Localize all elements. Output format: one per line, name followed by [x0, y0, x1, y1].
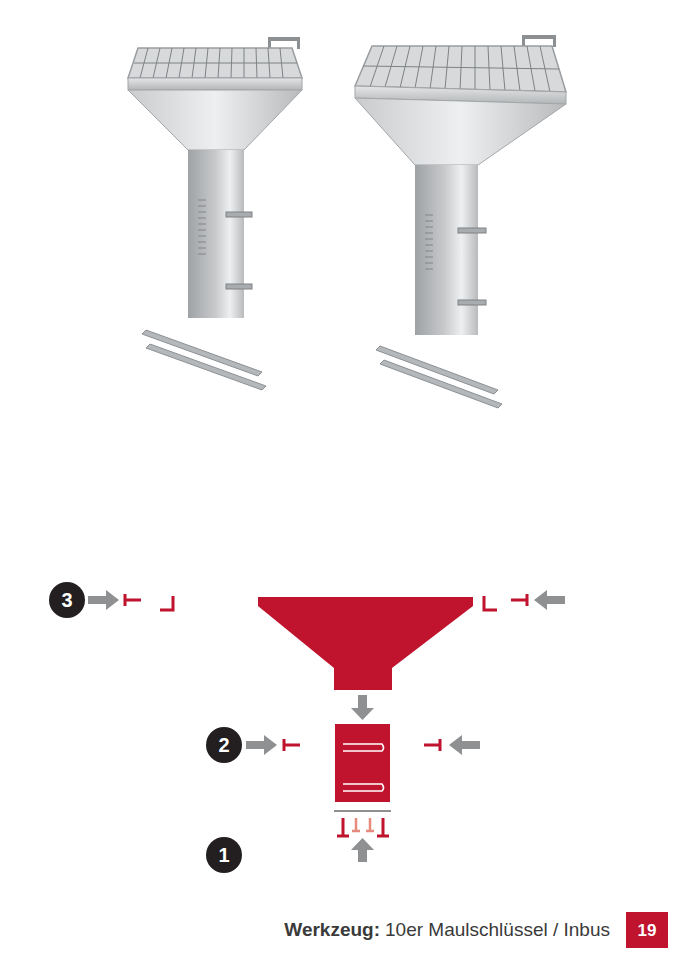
grill-hopper	[128, 90, 302, 150]
assembly-arrow	[534, 590, 565, 610]
column-vents	[198, 205, 206, 206]
column-handle	[343, 784, 384, 791]
mounting-rail	[376, 346, 498, 394]
column-part	[335, 724, 390, 802]
bolt-symbol	[125, 594, 141, 606]
nut-symbol	[366, 818, 374, 831]
column-handle	[458, 228, 486, 233]
assembly-arrow	[88, 590, 119, 610]
grill-handle	[553, 35, 556, 47]
bolt-symbol	[284, 739, 300, 751]
page-number: 19	[626, 912, 668, 948]
bracket-symbol	[484, 596, 497, 610]
assembly-arrow	[246, 735, 277, 755]
tool-heading: Werkzeug:	[284, 919, 380, 941]
assembly-arrow	[351, 838, 374, 862]
assembly-arrow	[351, 695, 374, 720]
column-vents	[198, 253, 206, 254]
grill-handle	[522, 35, 525, 47]
column-handle	[458, 300, 486, 305]
column-vents	[425, 250, 433, 251]
column-vents	[198, 235, 206, 236]
mounting-rail	[380, 360, 502, 408]
grill-handle	[522, 35, 556, 39]
base-plate	[334, 810, 391, 812]
grill-hopper	[355, 98, 566, 165]
grill-handle	[268, 37, 300, 41]
grill-column	[445, 165, 478, 335]
column-vents	[198, 247, 206, 248]
grate-bars	[134, 63, 297, 64]
callout-text: 1	[218, 845, 229, 865]
column-vents	[198, 199, 206, 200]
column-vents	[198, 217, 206, 218]
grill-handle	[268, 37, 271, 49]
column-vents	[198, 211, 206, 212]
bolt-symbol	[424, 739, 440, 751]
column-vents	[425, 262, 433, 263]
grill-large-photo	[355, 35, 566, 408]
column-vents	[425, 268, 433, 269]
callout-number: 2	[206, 727, 242, 763]
column-handle	[226, 212, 252, 217]
column-vents	[198, 223, 206, 224]
grill-column	[415, 165, 445, 335]
mounting-rail	[146, 344, 266, 390]
hopper-part	[258, 597, 473, 690]
grill-grate	[128, 48, 302, 78]
bracket-symbol	[160, 596, 173, 610]
assembly-schematic	[88, 590, 565, 862]
grill-handle	[297, 37, 300, 49]
bolt-symbol	[337, 818, 349, 836]
grill-small-photo	[128, 37, 302, 390]
column-vents	[425, 256, 433, 257]
grill-column	[188, 150, 216, 318]
column-vents	[198, 241, 206, 242]
column-handle	[226, 284, 252, 289]
tool-list: 10er Maulschlüssel / Inbus	[385, 919, 610, 941]
nut-symbol	[352, 818, 360, 831]
callout-text: 3	[61, 590, 72, 610]
bolt-symbol	[377, 818, 389, 836]
column-vents	[425, 215, 433, 269]
grate-bars	[363, 46, 559, 92]
page-number-text: 19	[638, 922, 657, 939]
grate-bars	[363, 66, 559, 69]
callout-number: 1	[206, 837, 242, 873]
callout-number: 3	[49, 582, 85, 618]
column-vents	[425, 232, 433, 233]
tool-note: Werkzeug:10er Maulschlüssel / Inbus	[284, 919, 610, 941]
grill-column	[216, 150, 244, 318]
callout-text: 2	[218, 735, 229, 755]
column-vents	[425, 226, 433, 227]
column-vents	[425, 214, 433, 215]
column-vents	[425, 244, 433, 245]
column-vents	[198, 229, 206, 230]
grate-bars	[134, 48, 297, 78]
column-vents	[198, 200, 206, 254]
bolt-symbol	[511, 594, 527, 606]
grill-rim	[128, 78, 302, 90]
column-handle	[343, 744, 384, 751]
assembly-arrow	[449, 735, 480, 755]
column-vents	[425, 238, 433, 239]
column-vents	[425, 220, 433, 221]
grill-grate	[355, 46, 566, 92]
